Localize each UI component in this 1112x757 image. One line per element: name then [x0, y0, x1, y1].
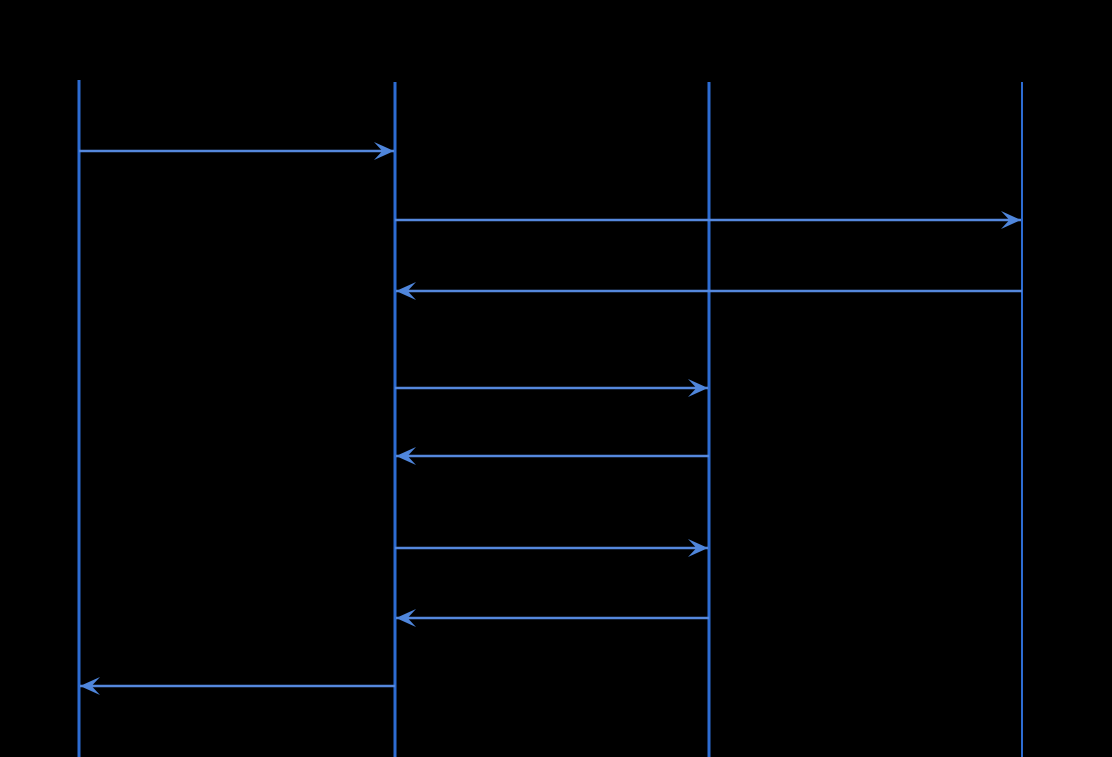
message-7[interactable]	[396, 609, 709, 627]
message-2[interactable]	[395, 211, 1021, 229]
message-6[interactable]	[395, 539, 708, 557]
message-4[interactable]	[395, 379, 708, 397]
arrow-head-icon-4	[688, 379, 708, 397]
arrow-head-icon-5	[396, 447, 416, 465]
arrow-head-icon-7	[396, 609, 416, 627]
lifelines-group	[77, 80, 1023, 757]
arrow-head-icon-2	[1001, 211, 1021, 229]
arrow-head-icon-3	[396, 282, 416, 300]
arrow-head-icon-8	[80, 677, 100, 695]
messages-group	[79, 142, 1022, 695]
message-5[interactable]	[396, 447, 709, 465]
arrow-head-icon-6	[688, 539, 708, 557]
message-8[interactable]	[80, 677, 395, 695]
arrow-head-icon-1	[374, 142, 394, 160]
message-1[interactable]	[79, 142, 394, 160]
message-3[interactable]	[396, 282, 1022, 300]
